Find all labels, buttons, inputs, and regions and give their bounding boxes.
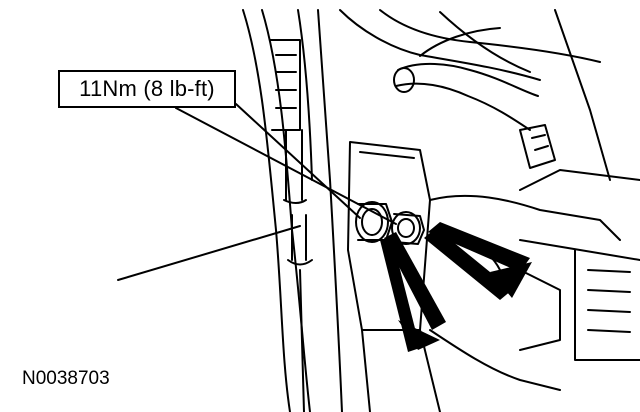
arrow-lower-bolt [380,232,446,352]
torque-callout-label: 11Nm (8 lb-ft) [79,76,215,101]
arrow-right-bolt [424,222,532,300]
torque-callout: 11Nm (8 lb-ft) [58,70,236,108]
reference-line [117,225,301,281]
left-bracket [242,9,343,412]
bolt-left [355,201,393,243]
wiring-harness [339,9,611,181]
leader-line-right-bolt [175,107,397,225]
bolt-right [391,211,425,245]
figure-id: N0038703 [22,368,110,389]
leader-line-left-bolt [235,103,361,219]
